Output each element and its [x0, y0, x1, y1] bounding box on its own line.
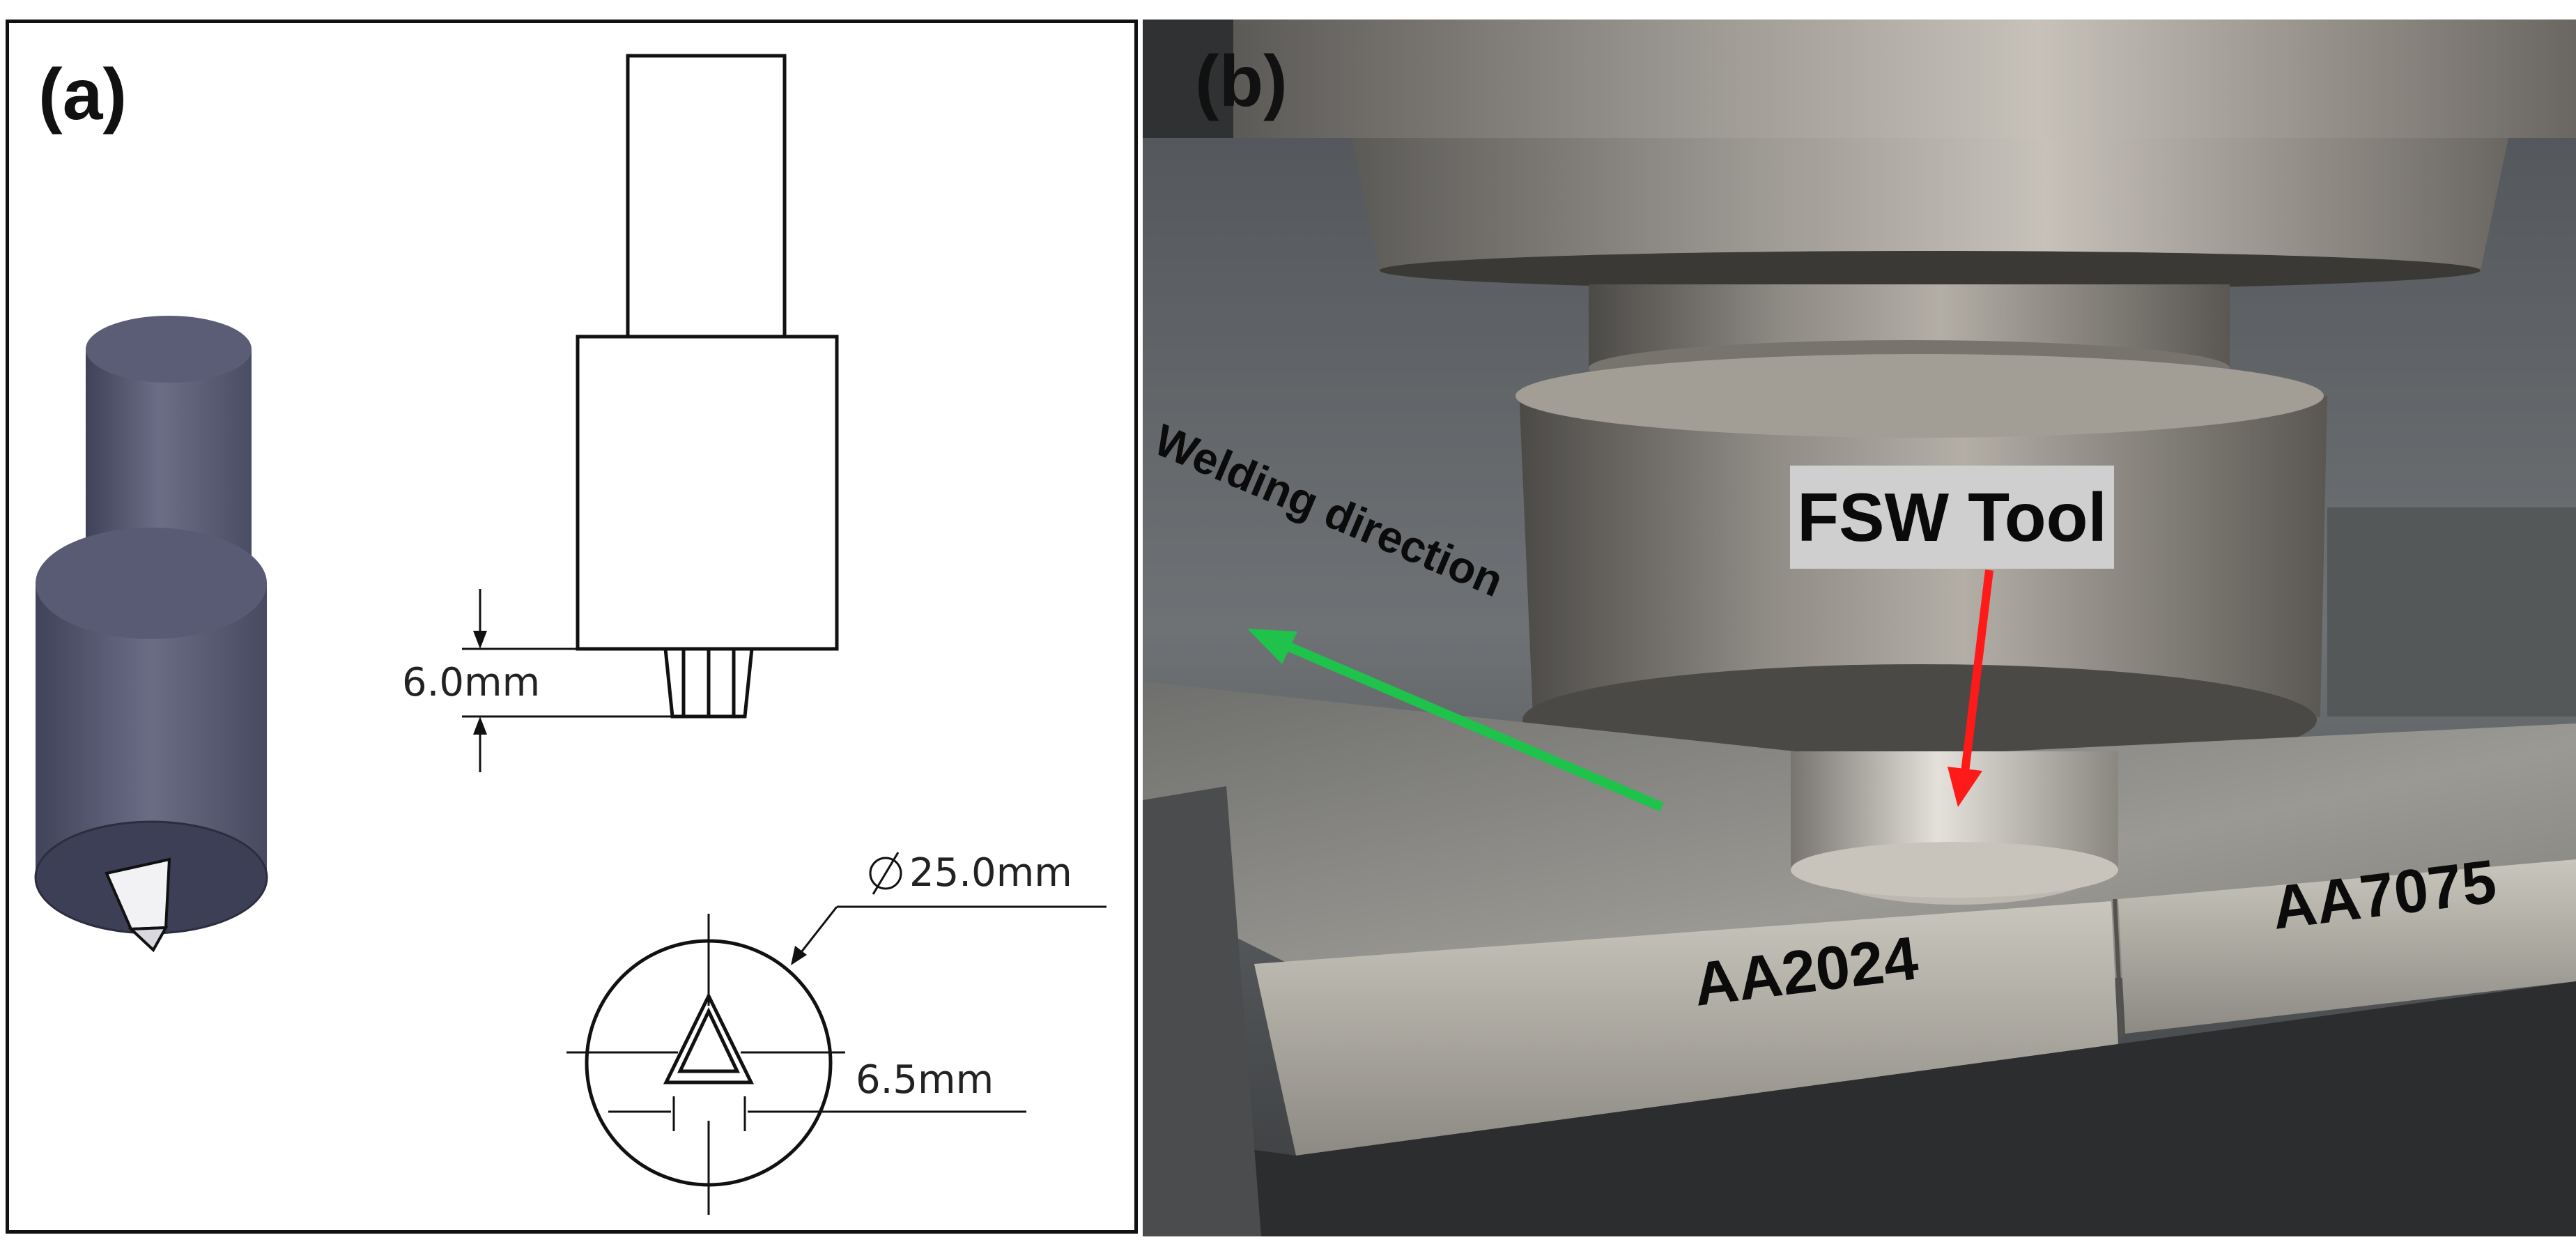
tool-drawing-panel: (a) [6, 20, 1138, 1234]
shoulder-diameter-text: 25.0mm [909, 850, 1072, 896]
welding-direction-arrow [1247, 629, 1664, 812]
panel-b-label: (b) [1195, 41, 1288, 122]
plate-aa7075-edge [2118, 859, 2576, 1034]
plate-aa2024-edge [1254, 901, 2118, 1156]
panel-a-label: (a) [38, 54, 128, 135]
tool-cad-drawing: 6.0mm 25.0mm 6.5mm [34, 54, 1106, 1215]
fsw-tool-arrow [1948, 569, 1993, 807]
fsw-setup-photo: Welding direction AA2024 AA7075 [1143, 20, 2576, 1236]
shoulder-diameter-label: 25.0mm [869, 850, 1072, 896]
pin-size-text: 6.5mm [856, 1057, 994, 1103]
tool-3d-model [34, 316, 268, 953]
fsw-photo-panel: Welding direction AA2024 AA7075 FSW Tool… [1143, 20, 2576, 1236]
pin-length-dimension: 6.0mm [402, 589, 671, 772]
tool-side-view [576, 54, 839, 719]
shoulder-diameter-leader [791, 905, 1106, 965]
pin-length-text: 6.0mm [402, 660, 540, 705]
tool-top-view [566, 914, 1026, 1215]
fsw-tool-label: FSW Tool [1790, 466, 2114, 569]
machine-spindle [1233, 20, 2576, 396]
